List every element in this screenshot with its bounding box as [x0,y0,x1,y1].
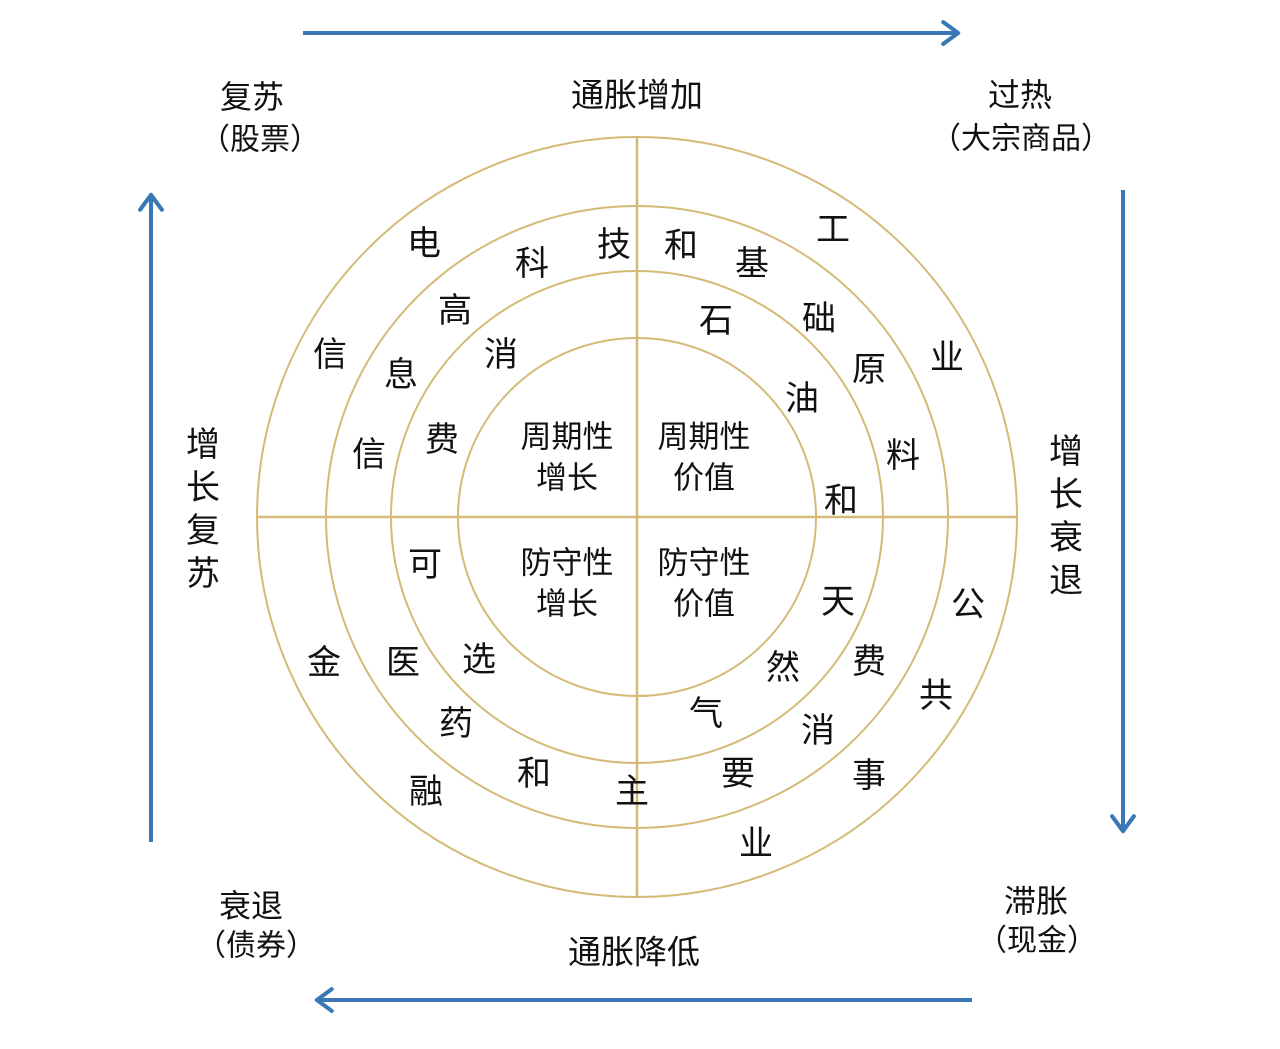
sector-char: 公 [951,586,985,624]
sector-char: 事 [852,757,886,795]
defensive-value-line2: 价值 [673,587,735,622]
middle-ring-sectors: 信 息 高 科 技 和 基 础 原 料 医 药 和 主 要 消 费 [352,226,920,811]
sector-char: 原 [852,351,886,389]
sector-char: 和 [517,755,551,793]
sector-char: 电 [407,225,441,263]
sector-char: 技 [597,226,631,264]
quadrant-labels: 周期性 增长 周期性 价值 防守性 增长 防守性 价值 [521,420,751,622]
defensive-value-line1: 防守性 [658,546,751,581]
sector-char: 业 [739,825,773,863]
defensive-growth-line2: 增长 [536,587,598,622]
sector-char: 金 [307,644,341,682]
sector-char: 料 [886,437,920,475]
phase-stagflation-label: 滞胀 [1004,883,1068,919]
inflation-rising-label: 通胀增加 [571,77,703,114]
inflation-falling-label: 通胀降低 [568,934,700,971]
growth-decline-char: 衰 [1049,519,1083,557]
sector-char: 息 [384,356,418,394]
phase-recovery-label: 复苏 [220,79,284,115]
sector-char: 科 [515,245,549,283]
growth-recovery-char: 复 [186,512,220,550]
growth-decline-char: 长 [1049,476,1083,514]
phase-overheat-label: 过热 [988,77,1052,113]
sector-char: 础 [802,300,836,338]
growth-recovery-label: 增 长 复 苏 [186,426,220,593]
growth-decline-char: 增 [1049,433,1083,471]
sector-char: 选 [462,641,496,679]
sector-char: 可 [408,546,442,584]
growth-recovery-char: 增 [186,426,220,464]
edge-labels: 通胀增加 通胀降低 增 长 复 苏 增 长 衰 退 [186,77,1083,971]
growth-decline-label: 增 长 衰 退 [1049,433,1083,600]
sector-char: 消 [801,712,835,750]
cyclical-growth-line2: 增长 [536,461,598,496]
sector-char: 和 [824,482,858,520]
phase-overheat-asset: （大宗商品） [931,123,1111,156]
sector-char: 费 [425,421,459,459]
inner-ring-sectors: 消 费 可 选 石 油 和 天 然 气 [408,302,858,733]
clock-circles [256,136,1018,898]
cyclical-growth-line1: 周期性 [521,420,614,455]
phase-recession-asset: （债券） [196,930,316,963]
sector-char: 要 [721,755,755,793]
phase-recession-label: 衰退 [219,888,283,924]
cycle-arrows [138,20,1136,1013]
sector-char: 医 [386,644,420,682]
cyclical-value-line2: 价值 [673,461,735,496]
sector-char: 油 [785,380,819,418]
growth-decline-char: 退 [1049,562,1083,600]
corner-labels: 复苏 （股票） 过热 （大宗商品） 衰退 （债券） 滞胀 （现金） [196,77,1111,963]
sector-char: 信 [352,436,386,474]
sector-char: 融 [409,773,443,811]
sector-char: 然 [766,649,800,687]
sector-char: 主 [615,773,649,811]
growth-recovery-char: 长 [186,469,220,507]
sector-char: 费 [852,643,886,681]
sector-char: 消 [484,336,518,374]
sector-char: 工 [816,211,850,249]
sector-char: 药 [439,705,473,743]
sector-char: 天 [821,583,855,621]
defensive-growth-line1: 防守性 [521,546,614,581]
sector-char: 信 [313,336,347,374]
sector-char: 共 [919,677,953,715]
phase-recovery-asset: （股票） [200,124,320,157]
sector-char: 基 [735,245,769,283]
sector-char: 和 [664,227,698,265]
cyclical-value-line1: 周期性 [658,420,751,455]
phase-stagflation-asset: （现金） [977,925,1097,958]
sector-char: 业 [930,339,964,377]
sector-char: 气 [689,695,723,733]
outer-ring-sectors: 电 信 工 业 公 共 事 业 金 融 [307,211,985,863]
sector-char: 高 [438,292,472,330]
growth-recovery-char: 苏 [186,555,220,593]
sector-char: 石 [699,302,733,340]
